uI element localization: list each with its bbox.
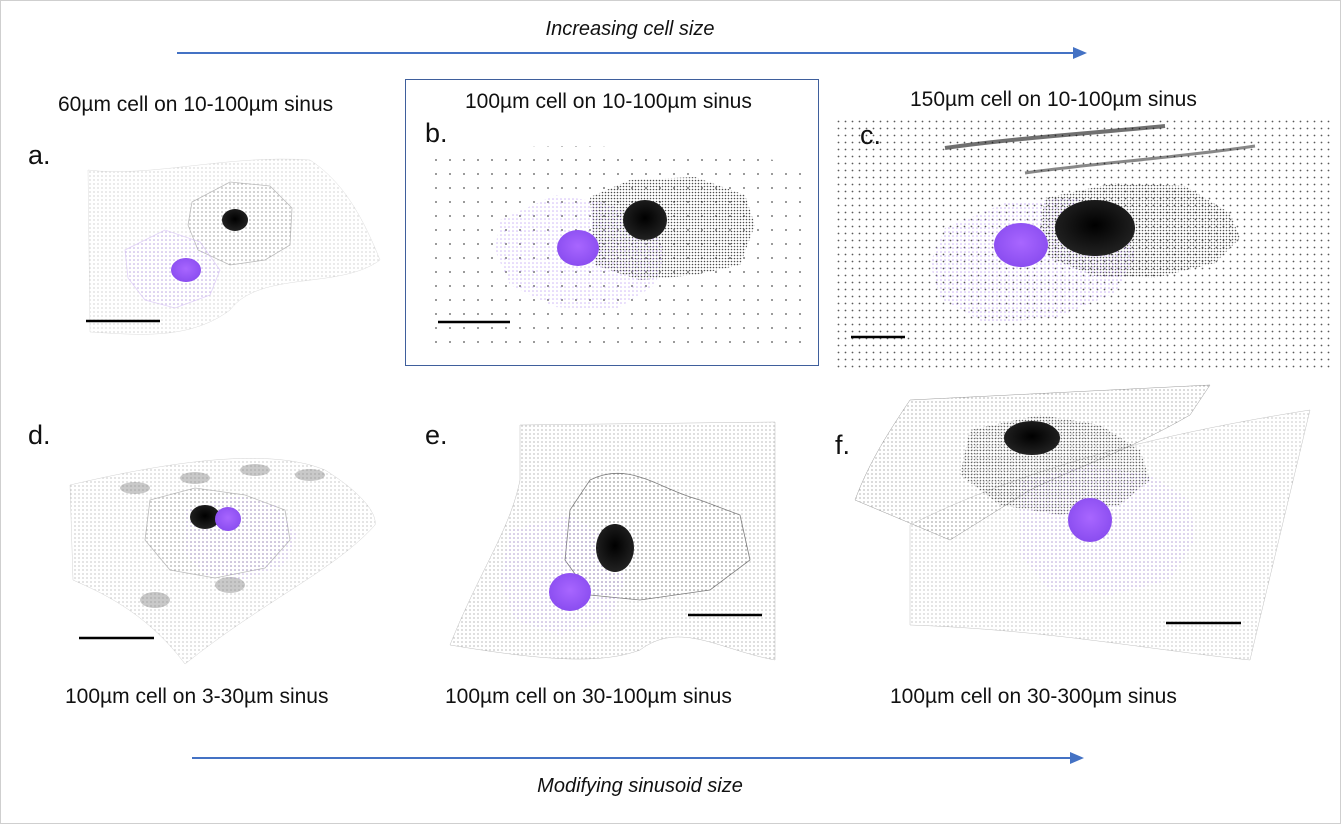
panel-e-dark-nucleus — [596, 524, 634, 572]
panel-f-letter: f. — [835, 430, 851, 460]
panel-a-image — [86, 158, 381, 335]
panel-d-letter: d. — [28, 420, 51, 450]
panel-e-image — [449, 421, 776, 661]
panel-b-letter: b. — [425, 118, 448, 148]
panel-f-dark-nucleus — [1004, 421, 1060, 455]
panel-a-caption: 60µm cell on 10-100µm sinus — [58, 93, 334, 116]
panel-a-letter: a. — [28, 140, 51, 170]
panel-f-caption: 100µm cell on 30-300µm sinus — [890, 685, 1177, 708]
panel-f-image — [854, 384, 1311, 661]
bottom-axis-arrow — [192, 752, 1084, 764]
bottom-axis-label: Modifying sinusoid size — [537, 775, 743, 797]
panel-a-dark-nucleus — [222, 209, 248, 231]
panel-b-dark-nucleus — [623, 200, 667, 240]
panel-b-purple-nucleus — [557, 230, 599, 266]
top-axis-arrow — [177, 47, 1087, 59]
panel-b-caption: 100µm cell on 10-100µm sinus — [465, 90, 752, 113]
panel-d-dark-nucleus — [190, 505, 220, 529]
panel-d-caption: 100µm cell on 3-30µm sinus — [65, 685, 329, 708]
panel-e-purple-nucleus — [549, 573, 591, 611]
top-axis-label: Increasing cell size — [545, 18, 715, 40]
panel-c-image — [835, 118, 1333, 370]
panel-d-image — [69, 458, 376, 665]
panel-e-letter: e. — [425, 420, 448, 450]
panel-a-purple-nucleus — [171, 258, 201, 282]
panel-e-caption: 100µm cell on 30-100µm sinus — [445, 685, 732, 708]
panel-b-image — [425, 146, 805, 350]
panel-d-purple-nucleus — [215, 507, 241, 531]
panel-c-dark-nucleus — [1055, 200, 1135, 256]
panel-c-purple-nucleus — [994, 223, 1048, 267]
panel-f-purple-nucleus — [1068, 498, 1112, 542]
panel-b-highlight-box — [405, 79, 819, 366]
panel-c-caption: 150µm cell on 10-100µm sinus — [910, 88, 1197, 111]
